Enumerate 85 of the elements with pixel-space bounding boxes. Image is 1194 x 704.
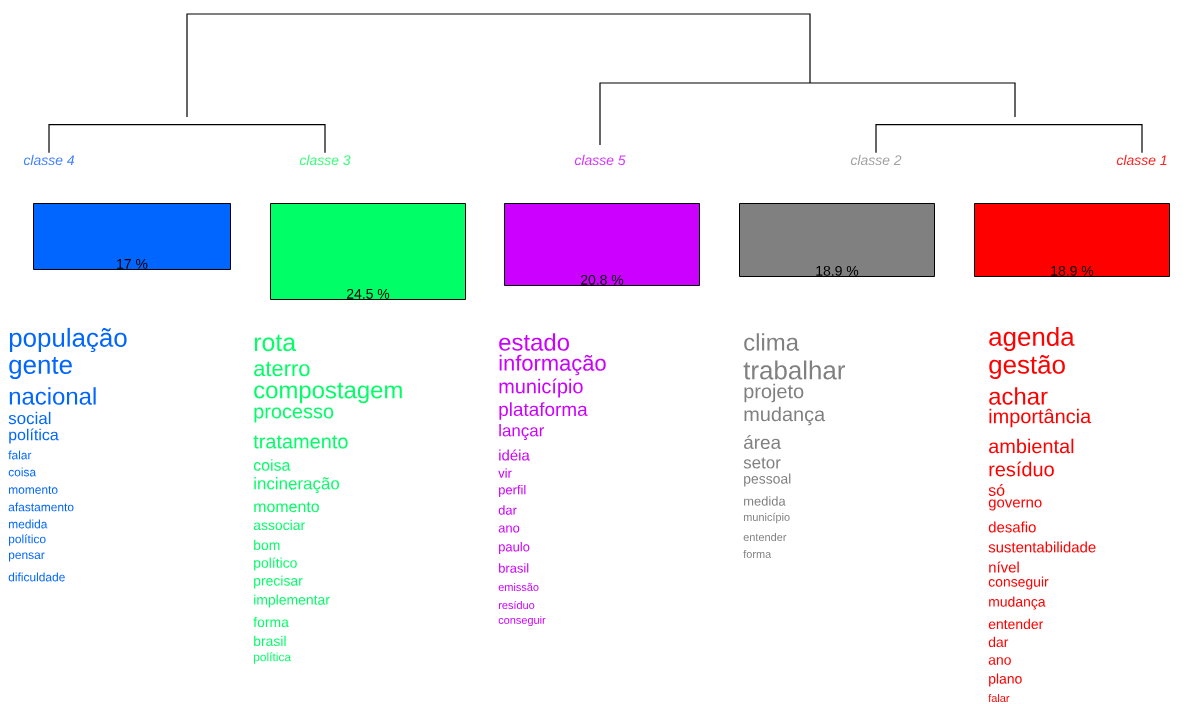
word-label: paulo [499, 541, 530, 555]
word-label: resíduo [498, 600, 535, 610]
word-label: gestão [989, 355, 1065, 379]
word-label: importância [989, 408, 1092, 428]
word-label: brasil [499, 563, 529, 573]
percentage-bar: 24.5 % [270, 203, 466, 300]
word-label: precisar [254, 575, 303, 589]
word-label: ambiental [989, 438, 1074, 454]
word-label: trabalhar [743, 360, 845, 380]
word-label: idéia [499, 449, 530, 461]
word-label: nacional [9, 387, 96, 405]
word-label: dificuldade [8, 572, 65, 582]
word-label: ano [988, 657, 1011, 665]
word-label: informação [499, 354, 606, 376]
word-label: plataforma [499, 402, 588, 420]
word-label: pensar [8, 552, 45, 562]
word-label: coisa [8, 467, 37, 477]
word-label: dar [988, 636, 1009, 648]
word-label: ano [498, 525, 520, 533]
word-label: município [743, 512, 790, 524]
word-label: forma [743, 550, 772, 558]
word-label: coisa [253, 459, 291, 471]
class-label: classe 5 [574, 154, 626, 166]
word-label: tratamento [253, 435, 348, 449]
word-label: setor [743, 457, 781, 469]
word-label: nível [989, 561, 1019, 573]
word-label: emissão [498, 582, 539, 591]
word-label: desafio [988, 521, 1036, 533]
word-label: governo [988, 499, 1042, 511]
word-label: entender [743, 532, 787, 541]
word-label: forma [253, 616, 289, 628]
word-label: associar [253, 519, 305, 531]
class-label: classe 1 [1116, 154, 1167, 166]
word-label: clima [744, 333, 799, 351]
percentage-bar: 20.8 % [504, 203, 700, 286]
word-label: aterro [254, 361, 310, 377]
word-label: gente [9, 356, 72, 380]
word-label: lançar [499, 424, 545, 440]
word-label: medida [744, 496, 786, 506]
dendrogram-branch [875, 124, 1143, 154]
word-label: incineração [254, 477, 340, 493]
word-label: mudança [989, 596, 1046, 610]
word-label: perfil [499, 484, 526, 498]
word-label: achar [989, 387, 1048, 405]
word-label: município [499, 378, 583, 398]
word-label: sustentabilidade [988, 541, 1096, 553]
word-label: resíduo [989, 461, 1054, 477]
percentage-bar: 17 % [33, 203, 231, 270]
word-label: política [253, 652, 292, 664]
word-label: mudança [744, 406, 826, 426]
word-label: vir [498, 468, 512, 478]
word-label: conseguir [498, 615, 546, 627]
word-label: político [254, 557, 297, 571]
word-label: dar [498, 505, 517, 515]
word-label: compostagem [254, 382, 402, 404]
word-label: afastamento [8, 502, 74, 512]
word-label: entender [988, 618, 1044, 630]
word-label: social [8, 411, 51, 425]
class-label: classe 2 [850, 154, 902, 166]
word-label: momento [254, 501, 319, 513]
word-label: medida [9, 519, 48, 529]
word-label: projeto [744, 383, 804, 403]
word-label: agenda [989, 326, 1075, 352]
percentage-bar: 18.9 % [739, 203, 935, 277]
word-label: falar [8, 450, 32, 460]
word-label: pessoal [744, 473, 791, 487]
word-label: só [988, 484, 1005, 496]
word-label: política [9, 428, 59, 444]
word-label: estado [499, 333, 569, 351]
class-label: classe 4 [23, 154, 75, 166]
word-label: processo [254, 407, 334, 423]
word-label: bom [254, 539, 280, 551]
word-label: rota [254, 334, 297, 352]
word-label: político [8, 534, 46, 546]
word-label: área [744, 434, 782, 450]
word-label: conseguir [988, 576, 1049, 590]
word-label: plano [989, 673, 1022, 687]
dendrogram-branch [48, 124, 326, 154]
percentage-bar: 18.9 % [974, 203, 1170, 277]
word-label: implementar [254, 594, 330, 608]
word-label: população [9, 327, 127, 353]
class-label: classe 3 [299, 154, 351, 166]
word-label: brasil [254, 635, 286, 647]
word-label: momento [9, 486, 58, 494]
word-label: falar [988, 693, 1010, 702]
